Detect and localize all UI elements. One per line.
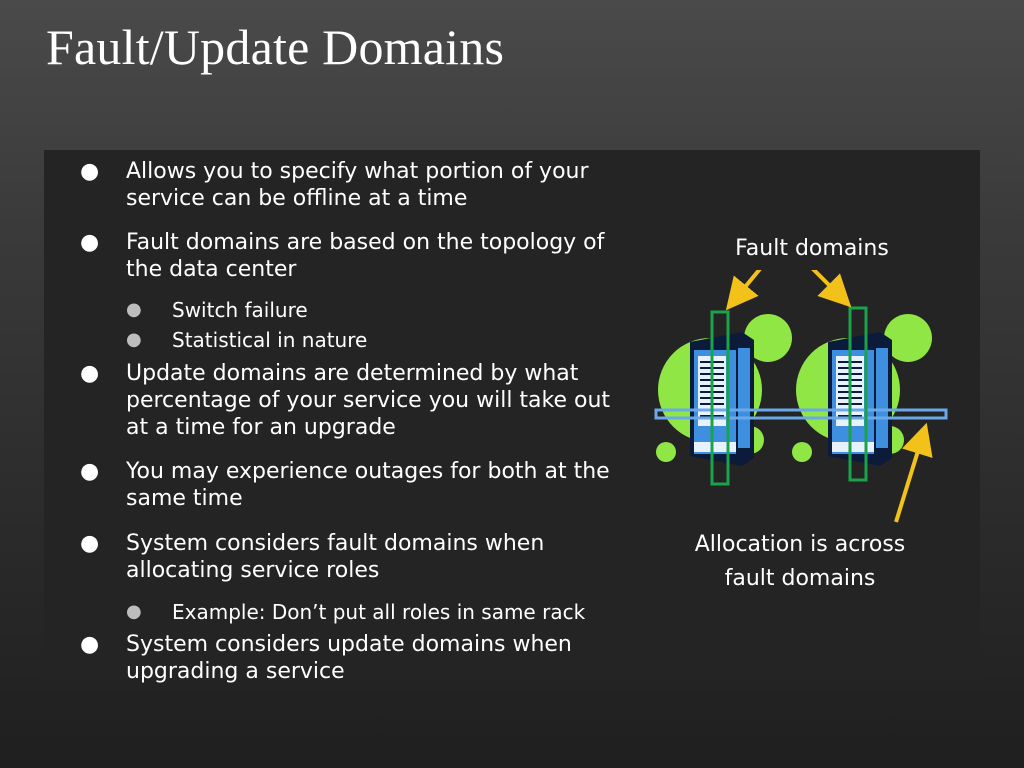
arrow-icon <box>894 422 933 523</box>
bullet-dot-icon: ● <box>80 459 100 484</box>
bullet-dot-icon: ● <box>80 230 100 255</box>
bullet-text: System considers fault domains when allo… <box>126 531 545 583</box>
slide-title: Fault/Update Domains <box>46 19 505 75</box>
fault-domain-box-right <box>848 306 868 482</box>
allocation-caption-line2: fault domains <box>724 566 876 591</box>
sub-bullet-text: Statistical in nature <box>172 328 368 352</box>
bullet-text: Allows you to specify what portion of yo… <box>126 159 589 211</box>
fault-domains-caption: Fault domains <box>735 236 889 261</box>
sub-bullet-dot-icon: ● <box>126 329 142 350</box>
bullet-text: You may experience outages for both at t… <box>126 459 610 511</box>
bullet-dot-icon: ● <box>80 361 100 386</box>
bullet-text: System considers update domains when upg… <box>126 632 572 684</box>
update-domain-bar <box>654 408 948 420</box>
sub-bullet-dot-icon: ● <box>126 601 142 622</box>
bullet-dot-icon: ● <box>80 632 100 657</box>
fault-domain-diagram <box>654 270 948 523</box>
bullet-dot-icon: ● <box>80 159 100 184</box>
sub-bullet-dot-icon: ● <box>126 299 142 320</box>
bullet-text: Fault domains are based on the topology … <box>126 230 605 282</box>
allocation-caption-line1: Allocation is across <box>694 532 906 557</box>
sub-bullet-text: Example: Don’t put all roles in same rac… <box>172 600 586 624</box>
bullet-dot-icon: ● <box>80 531 100 556</box>
allocation-caption: Allocation is across fault domains <box>680 528 920 596</box>
bullet-text: Update domains are determined by what pe… <box>126 361 611 440</box>
arrow-icon <box>811 270 852 308</box>
sub-bullet-text: Switch failure <box>172 298 308 322</box>
fault-domain-box-left <box>710 310 730 486</box>
server-rack-icon <box>690 332 754 466</box>
arrow-icon <box>725 270 762 311</box>
server-rack-icon <box>828 332 892 466</box>
